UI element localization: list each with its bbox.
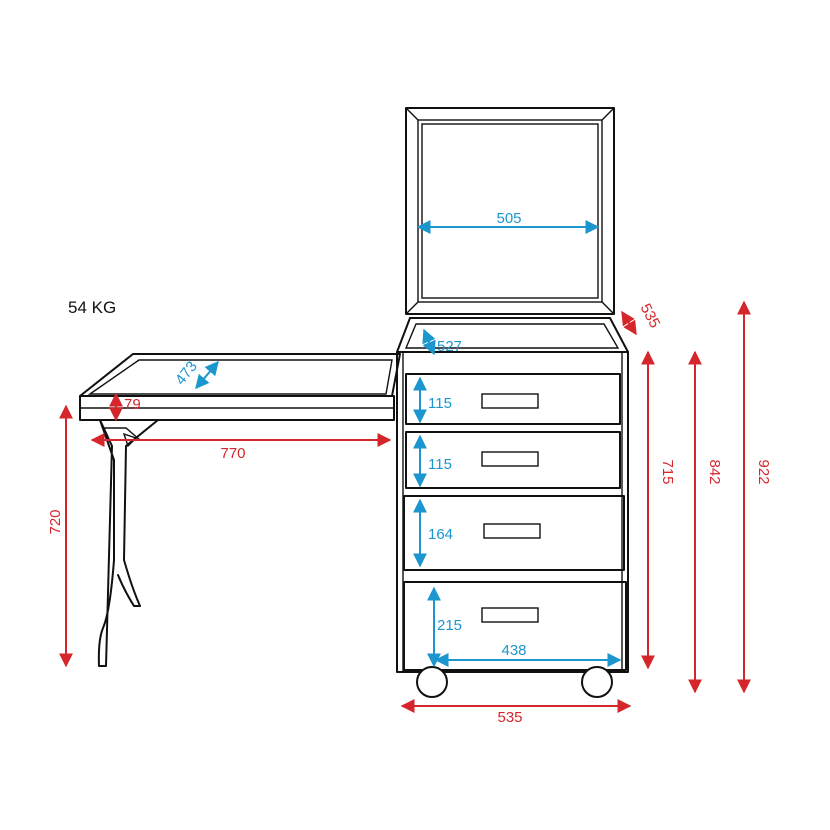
wheel-left [416,666,448,698]
drawer-3-handle [483,523,541,539]
dimension-labels: 54 KG 505 527 473 115 115 164 215 438 53… [47,210,772,726]
dim-535-side-line [621,310,637,336]
label-770: 770 [220,445,245,462]
drawer-4 [403,581,627,671]
label-115-drawer-2: 115 [428,456,452,473]
drawer-2 [405,431,621,489]
label-505: 505 [496,210,521,227]
dim-527-line [422,328,436,356]
label-438: 438 [501,642,526,659]
weight-label: 54 KG [68,298,116,317]
label-720: 720 [47,509,64,534]
label-473: 473 [172,358,201,388]
wheel-right [581,666,613,698]
label-79: 79 [124,396,141,413]
label-527: 527 [437,338,462,355]
drawer-2-handle [481,451,539,467]
table-leg [97,419,159,667]
lid [405,107,615,315]
label-715: 715 [659,459,676,484]
drawer-4-handle [481,607,539,623]
label-115-drawer-1: 115 [428,395,452,412]
label-215: 215 [437,617,462,634]
side-table [79,353,401,421]
drawer-3 [403,495,625,571]
drawer-1 [405,373,621,425]
label-535-base: 535 [497,709,522,726]
dim-473-line [195,360,219,390]
label-842: 842 [706,459,723,484]
label-922: 922 [755,459,772,484]
label-164: 164 [428,526,453,543]
dimension-lines [59,220,751,713]
drawer-1-handle [481,393,539,409]
label-535-side: 535 [637,301,664,331]
